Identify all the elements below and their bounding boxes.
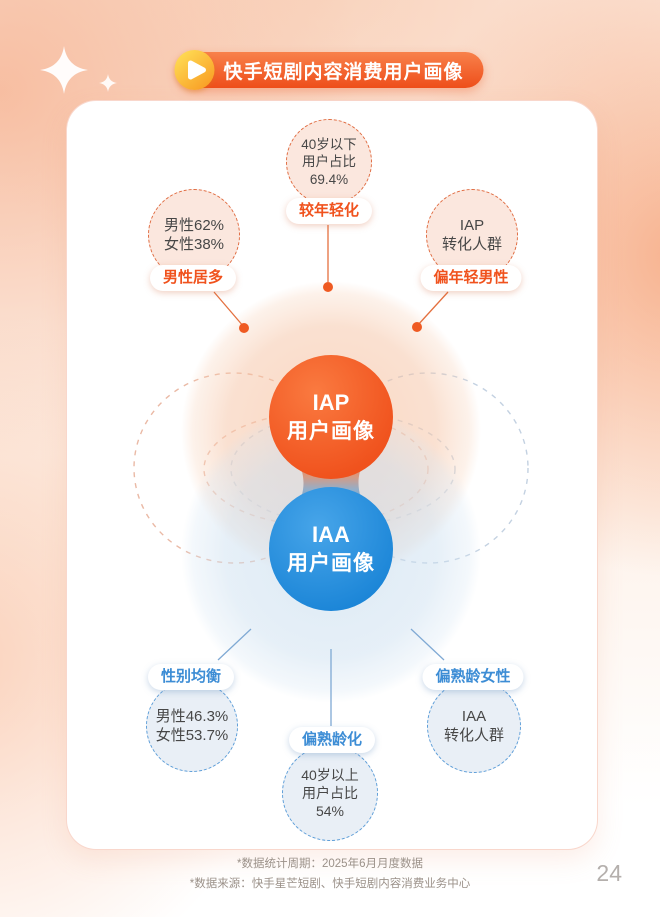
page-number: 24: [596, 860, 622, 886]
iaa-connector-lines: [217, 628, 445, 726]
iap-gender-tag: 男性居多: [149, 265, 237, 291]
iaa-age-line1: 40岁以上: [301, 766, 359, 783]
iap-conversion-line2: 转化人群: [441, 236, 502, 253]
iaa-gender-bubble: 男性46.3% 女性53.7%: [146, 680, 238, 772]
iaa-age-line2: 用户占比: [302, 784, 358, 801]
footnote-period: *数据统计周期：2025年6月月度数据: [237, 858, 423, 870]
content-card: IAP 用户画像 IAA 用户画像 40岁以下 用户占比 69.4% 较年轻化 …: [66, 100, 598, 850]
footnotes: *数据统计周期：2025年6月月度数据 *数据来源：快手星芒短剧、快手短剧内容消…: [0, 855, 660, 894]
iap-connector-lines: [213, 225, 449, 328]
play-icon: [174, 50, 215, 90]
iap-age-line3: 69.4%: [309, 171, 349, 187]
iap-gender-line2: 女性38%: [163, 236, 225, 253]
iaa-conversion-line1: IAA: [461, 707, 487, 725]
badge-title: 快手短剧内容消费用户画像: [223, 61, 464, 83]
iap-conversion-tag: 偏年轻男性: [420, 265, 522, 291]
iaa-core-name: IAA: [312, 522, 350, 548]
iaa-conversion-bubble: IAA 转化人群: [427, 679, 521, 773]
iaa-conversion-tag: 偏熟龄女性: [422, 664, 524, 690]
iap-core-circle: IAP 用户画像: [269, 355, 393, 479]
iaa-age-tag: 偏熟龄化: [288, 727, 376, 753]
iap-age-tag: 较年轻化: [285, 198, 373, 224]
iaa-gender-line2: 女性53.7%: [155, 727, 229, 744]
iaa-core-circle: IAA 用户画像: [269, 487, 393, 611]
iap-age-bubble: 40岁以下 用户占比 69.4%: [286, 119, 372, 205]
iaa-conversion-line2: 转化人群: [443, 727, 504, 744]
iaa-age-line3: 54%: [315, 803, 345, 820]
iap-gender-line1: 男性62%: [163, 216, 225, 234]
iap-age-line1: 40岁以下: [301, 136, 357, 152]
iap-core-name: IAP: [312, 390, 350, 416]
iap-connector-dots: [239, 282, 422, 333]
sparkle-icon: [40, 46, 88, 94]
footnote-source: *数据来源：快手星芒短剧、快手短剧内容消费业务中心: [189, 877, 471, 890]
iaa-core-label: 用户画像: [287, 551, 375, 575]
play-triangle-icon: [187, 60, 206, 80]
iap-age-line2: 用户占比: [302, 154, 356, 170]
title-badge: 快手短剧内容消费用户画像: [174, 50, 484, 90]
sparkle-icon-small: [99, 74, 117, 92]
iaa-gender-tag: 性别均衡: [147, 664, 235, 690]
iaa-gender-line1: 男性46.3%: [155, 707, 229, 725]
iaa-age-bubble: 40岁以上 用户占比 54%: [282, 745, 378, 841]
iap-core-label: 用户画像: [287, 419, 375, 443]
iap-conversion-line1: IAP: [459, 216, 485, 234]
